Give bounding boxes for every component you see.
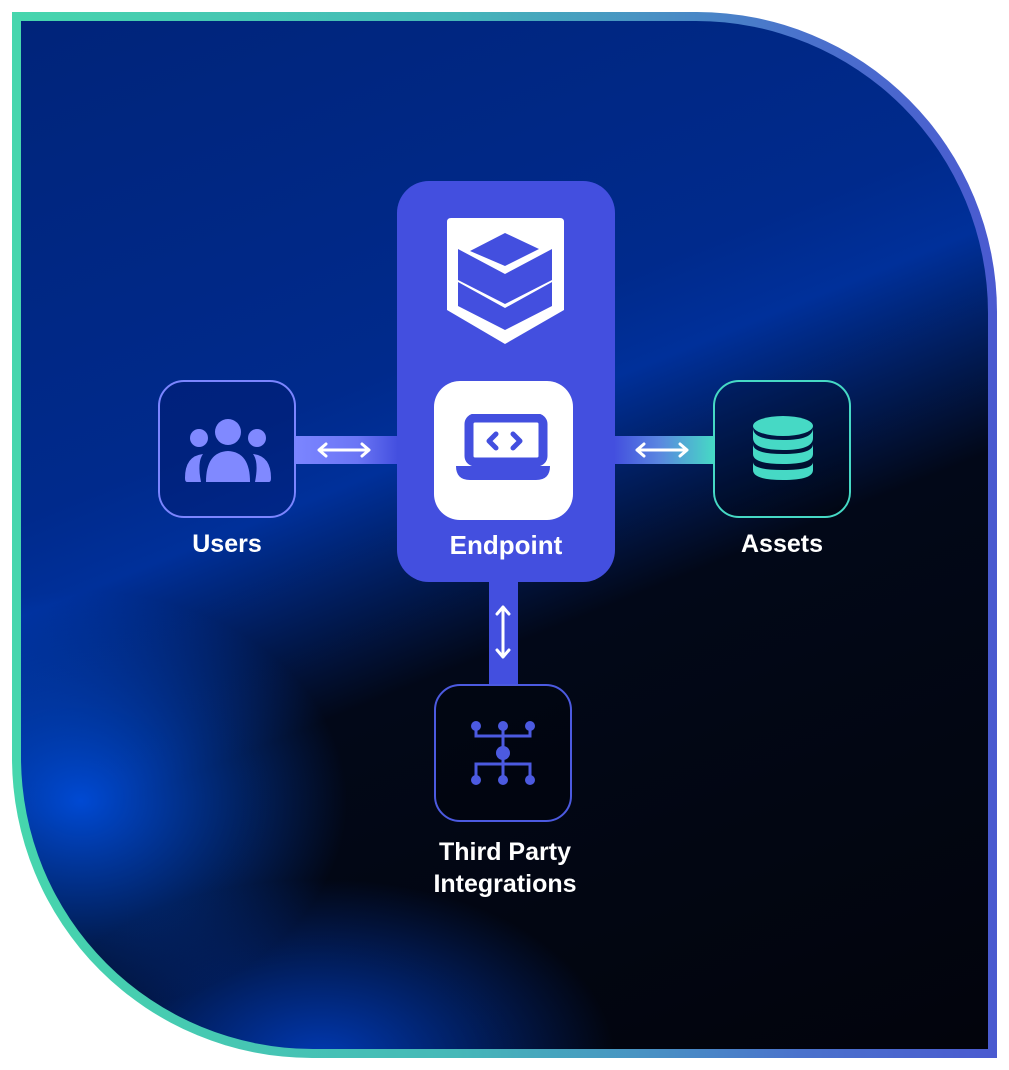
integrations-label: Third Party Integrations (400, 836, 610, 900)
assets-label: Assets (741, 530, 823, 558)
endpoint-label: Endpoint (449, 530, 563, 560)
double-arrow-icon (635, 442, 689, 458)
integrations-node[interactable] (434, 684, 572, 822)
double-arrow-icon (317, 442, 371, 458)
connector-users-endpoint (296, 436, 398, 464)
assets-node[interactable] (713, 380, 851, 518)
database-icon (753, 416, 813, 480)
stacked-shield-logo-icon (447, 218, 564, 344)
users-group-icon (185, 419, 271, 482)
integrations-label-line1: Third Party (439, 838, 571, 866)
users-node[interactable] (158, 380, 296, 518)
double-arrow-vertical-icon (495, 605, 511, 659)
users-label: Users (192, 530, 262, 558)
endpoint-icon-tile (434, 381, 573, 520)
connector-endpoint-integrations (489, 580, 518, 685)
endpoint-panel[interactable]: Endpoint (397, 181, 615, 582)
laptop-code-icon (456, 414, 550, 480)
network-tree-icon (471, 721, 535, 785)
integrations-label-line2: Integrations (433, 870, 577, 898)
connector-endpoint-assets (614, 436, 714, 464)
